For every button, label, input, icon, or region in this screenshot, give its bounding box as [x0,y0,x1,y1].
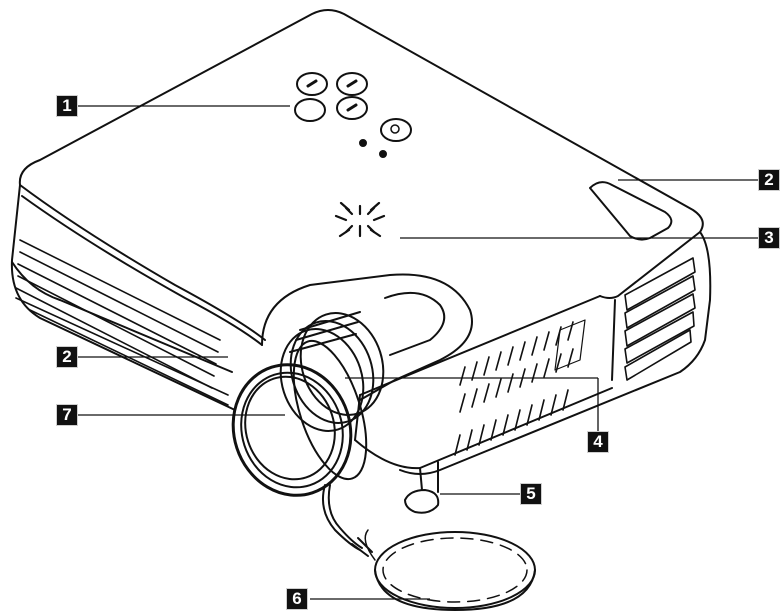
focus-zoom-rings [279,311,385,432]
control-panel-buttons [294,72,412,142]
callout-2-left: 2 [56,346,78,368]
side-vent-slots [454,319,586,456]
callout-7: 7 [56,404,78,426]
callout-3: 3 [758,227,780,249]
callout-4: 4 [587,431,609,453]
projector-top-surface [18,9,704,299]
callout-1: 1 [56,95,78,117]
right-vent-grille [624,257,696,381]
callout-5: 5 [520,483,542,505]
callout-2-right: 2 [758,169,780,191]
leader-lines [78,105,758,600]
callout-6: 6 [286,588,308,610]
left-vent-grille [15,239,229,406]
elevator-foot [404,489,440,514]
ir-sensor-window [589,181,673,241]
speaker-holes [334,201,386,238]
lens-bezel [261,273,473,381]
projection-lens [231,339,368,497]
lens-cap [374,531,536,611]
